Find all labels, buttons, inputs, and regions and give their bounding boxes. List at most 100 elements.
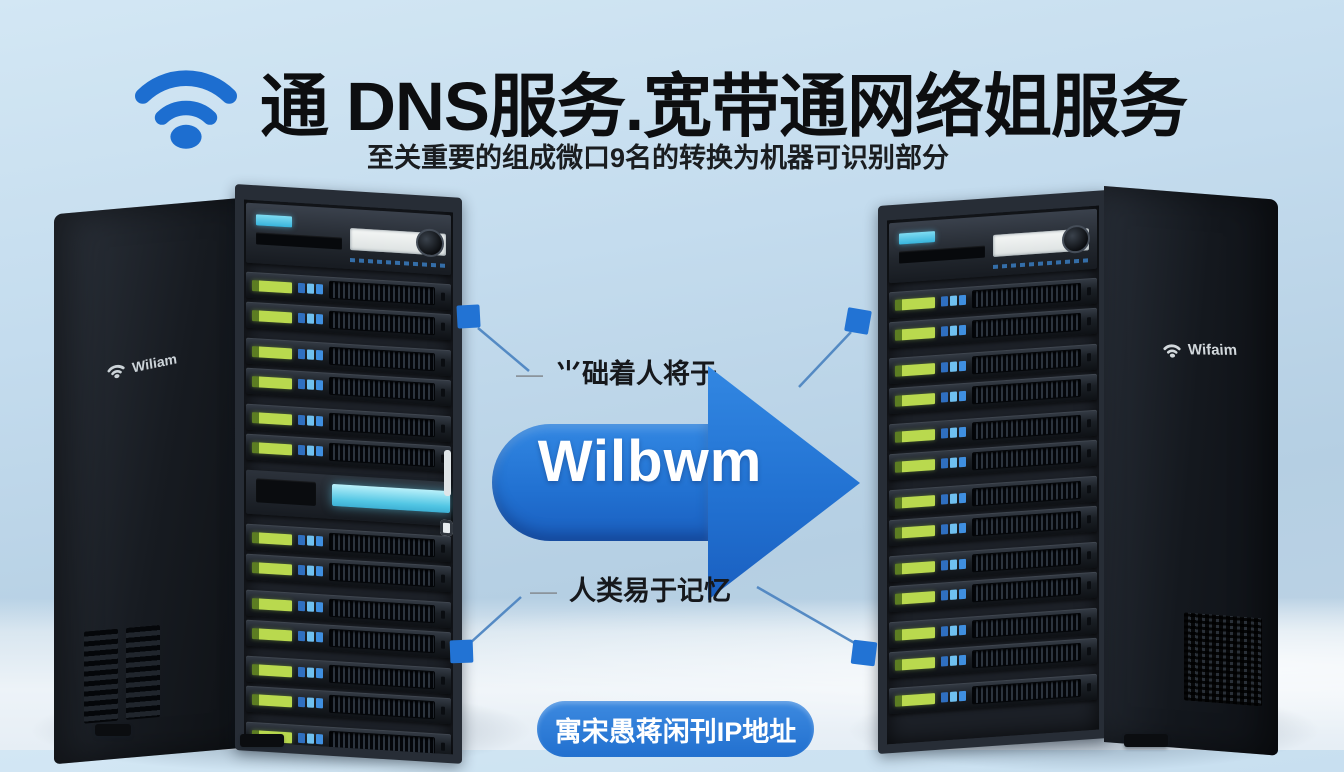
drive-bay xyxy=(256,232,342,250)
port xyxy=(1087,317,1091,326)
status-chip xyxy=(895,362,935,377)
led-indicators xyxy=(298,564,323,577)
wifi-icon xyxy=(1163,344,1181,358)
label-bottom: —人类易于记忆 xyxy=(530,569,731,608)
port xyxy=(1087,617,1091,626)
port xyxy=(441,544,445,553)
led-indicators xyxy=(298,696,323,709)
led-indicators xyxy=(298,414,323,427)
port xyxy=(1087,551,1091,560)
led-indicators xyxy=(298,600,323,613)
port xyxy=(1087,353,1091,362)
server-rows-upper xyxy=(246,271,451,473)
vent-grille xyxy=(1184,612,1262,707)
port xyxy=(1087,449,1091,458)
status-chip xyxy=(252,561,292,575)
vent-grille xyxy=(972,546,1081,573)
port xyxy=(441,292,445,301)
vent-grille xyxy=(972,414,1081,441)
vent-grille xyxy=(126,624,160,720)
led-indicators xyxy=(941,522,966,535)
wifi-icon xyxy=(135,70,237,149)
lcd-unit xyxy=(246,469,451,527)
port xyxy=(441,358,445,367)
arrow-label: Wilbwm xyxy=(537,429,763,494)
rack-logo: Wiliam xyxy=(105,349,178,381)
label-top: —⺌础着人将于 xyxy=(516,352,717,391)
led-indicators xyxy=(941,588,966,601)
vent-grille xyxy=(329,730,435,756)
status-screen xyxy=(256,214,292,228)
led-indicators xyxy=(941,654,966,667)
led-indicators xyxy=(941,558,966,571)
led-indicators xyxy=(298,732,323,745)
status-chip xyxy=(252,531,292,545)
control-unit xyxy=(889,208,1097,284)
led-indicators xyxy=(941,426,966,439)
server-row xyxy=(889,673,1097,715)
drive-bay xyxy=(899,245,985,264)
port xyxy=(441,322,445,331)
screw xyxy=(1087,192,1096,203)
port xyxy=(1087,581,1091,590)
status-chip xyxy=(895,296,935,311)
port xyxy=(1087,287,1091,296)
status-chip xyxy=(252,693,292,707)
led-indicators xyxy=(298,312,323,325)
lcd-display xyxy=(332,483,450,514)
vent-grille xyxy=(972,444,1081,471)
led-indicators xyxy=(298,534,323,547)
status-chip xyxy=(252,597,292,611)
vent-grille xyxy=(329,562,435,588)
status-chip xyxy=(895,626,935,641)
status-chip xyxy=(252,411,292,425)
status-chip xyxy=(252,309,292,323)
led-indicators xyxy=(941,360,966,373)
vent-grille xyxy=(329,280,435,306)
page-title: 通 DNS服务.宽带通网络姐服务 xyxy=(260,68,1188,145)
vent-grille xyxy=(972,312,1081,339)
status-chip xyxy=(252,345,292,359)
vent-grille xyxy=(972,576,1081,603)
vent-grille xyxy=(972,510,1081,537)
port xyxy=(1087,515,1091,524)
vent-grille xyxy=(972,348,1081,375)
rack-front: Rtnst xyxy=(235,184,462,764)
status-chip xyxy=(895,494,935,509)
led-indicators xyxy=(298,444,323,457)
status-chip xyxy=(895,524,935,539)
led-indicators xyxy=(941,690,966,703)
led-indicators xyxy=(298,378,323,391)
vent-grille xyxy=(972,282,1081,309)
vent-grille xyxy=(972,480,1081,507)
status-chip xyxy=(252,627,292,641)
label-dash: — xyxy=(530,576,557,606)
status-chip xyxy=(252,375,292,389)
status-chip xyxy=(895,692,935,707)
rack-logo-label: Wifaim xyxy=(1187,341,1238,359)
rail-slot xyxy=(444,449,451,497)
vent-grille xyxy=(972,678,1081,705)
status-chip xyxy=(895,392,935,407)
led-indicators xyxy=(298,282,323,295)
led-indicators xyxy=(941,324,966,337)
vent-grille xyxy=(329,598,435,624)
status-chip xyxy=(895,656,935,671)
status-chip xyxy=(252,441,292,455)
led-indicators xyxy=(941,294,966,307)
status-chip xyxy=(895,560,935,575)
vent-grille xyxy=(329,310,435,336)
rack-side-panel: Wiliam xyxy=(54,198,240,765)
rack-logo-label: Wiliam xyxy=(131,349,178,375)
vent-grille xyxy=(329,628,435,654)
vent-grille xyxy=(329,694,435,720)
rack-foot xyxy=(1124,734,1168,747)
server-rows xyxy=(889,277,1097,715)
status-chip xyxy=(895,428,935,443)
port xyxy=(1087,485,1091,494)
port xyxy=(441,706,445,715)
drive-bay xyxy=(256,478,316,506)
vent-grille xyxy=(329,532,435,558)
vent-grille xyxy=(84,628,118,724)
control-unit xyxy=(246,202,451,276)
